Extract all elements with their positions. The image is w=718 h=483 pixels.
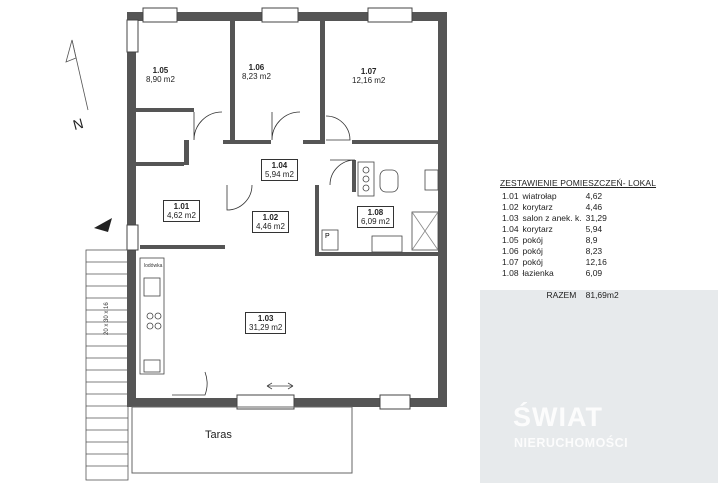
row-number: 1.05 [502,234,519,245]
room-area: 8,90 m2 [146,75,175,85]
row-number: 1.04 [502,223,519,234]
room-1-01: 1.01 4,62 m2 [163,200,200,223]
watermark-title: ŚWIAT [513,402,603,432]
row-number: 1.02 [502,201,519,212]
room-area: 12,16 m2 [352,76,386,86]
room-1-06: 1.06 8,23 m2 [242,63,271,81]
row-area: 8,23 [585,245,603,256]
terrace-label: Taras [205,429,232,441]
row-name: pokój [522,234,543,245]
row-area: 8,9 [585,234,598,245]
windows [126,7,413,410]
room-area: 6,09 m2 [361,217,390,227]
total-value: 81,69m2 [585,289,619,300]
row-number: 1.01 [502,190,519,201]
watermark-panel [480,290,718,483]
room-1-03: 1.03 31,29 m2 [245,312,287,335]
room-1-08: 1.08 6,09 m2 [357,206,394,229]
room-number: 1.01 [173,202,190,211]
row-number: 1.03 [502,212,519,223]
room-area: 8,23 m2 [242,72,271,82]
row-name: korytarz [522,201,553,212]
room-number: 1.06 [248,63,265,72]
kitchen-counter [139,257,165,375]
row-area: 5,94 [585,223,603,234]
room-area: 4,62 m2 [167,211,196,221]
bathroom-fixtures [321,161,439,253]
room-area: 4,46 m2 [256,222,285,232]
room-number: 1.04 [271,161,288,170]
row-name: salon z anek. k. [522,212,582,223]
room-area: 5,94 m2 [265,170,294,180]
row-name: korytarz [522,223,553,234]
row-number: 1.07 [502,256,519,267]
row-area: 4,46 [585,201,603,212]
room-number: 1.02 [262,213,279,222]
row-area: 31,29 [585,212,607,223]
row-area: 4,62 [585,190,603,201]
room-1-02: 1.02 4,46 m2 [252,211,289,234]
bath-mark: P [325,233,330,240]
room-area: 31,29 m2 [249,323,283,333]
stair-dimensions: 20 x 30 x 16 [104,302,110,335]
room-1-04: 1.04 5,94 m2 [261,159,298,182]
watermark-subtitle: NIERUCHOMOŚCI [514,436,629,450]
room-1-05: 1.05 8,90 m2 [146,66,175,84]
room-number: 1.08 [367,208,384,217]
row-name: łazienka [522,267,554,278]
sliding-door-arrow-icon [266,382,294,390]
terrace-outline [131,406,353,474]
room-number: 1.03 [257,314,274,323]
entrance-arrow-icon [94,218,112,232]
row-name: wiatrołap [522,190,557,201]
schedule-total-row: RAZEM 81,69m2 [500,289,621,300]
fridge-label: lodówka [144,263,163,269]
north-arrow-head-icon [65,39,77,63]
row-number: 1.08 [502,267,519,278]
room-1-07: 1.07 12,16 m2 [352,67,385,85]
row-name: pokój [522,245,543,256]
doors [172,111,356,396]
schedule-title: ZESTAWIENIE POMIESZCZEŃ- LOKAL [500,178,657,188]
row-area: 6,09 [585,267,603,278]
room-number: 1.07 [360,67,377,76]
row-number: 1.06 [502,245,519,256]
interior-walls [136,20,442,256]
total-label: RAZEM [546,289,577,300]
stairs [85,249,129,481]
row-name: pokój [522,256,543,267]
row-area: 12,16 [585,256,607,267]
room-number: 1.05 [152,66,169,75]
